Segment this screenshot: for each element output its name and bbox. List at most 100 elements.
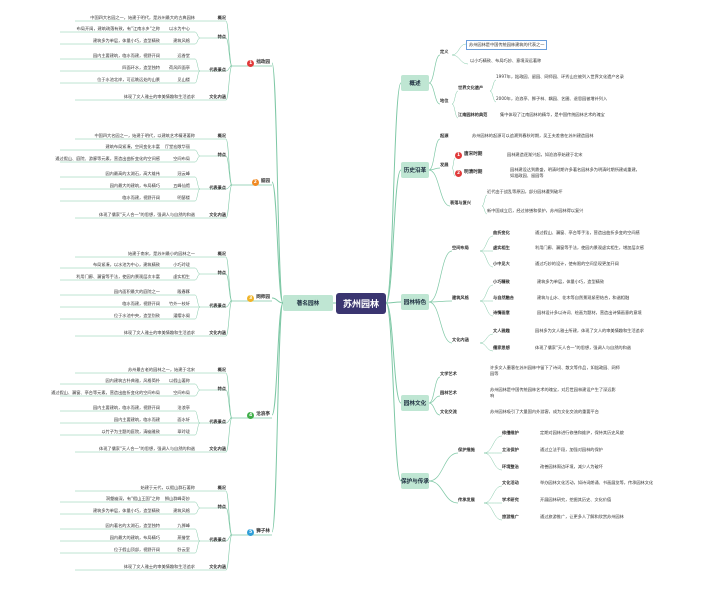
layout-text[interactable]: 通过假山、漏窗、亭台等手法，营造出曲折多变的空间感: [535, 230, 640, 235]
detail-text[interactable]: 临水而建，视野开阔: [122, 301, 160, 306]
detail-text[interactable]: 苏州最古老的园林之一，始建于北宋: [127, 367, 195, 372]
detail-text[interactable]: 园内最大的建筑，布局精巧: [109, 183, 160, 188]
ming-qing-text-2[interactable]: 如拙政园、留园等: [510, 173, 544, 178]
label-origin[interactable]: 起源: [440, 133, 449, 138]
detail-text[interactable]: 体现了文人雅士的审美情趣和生活追求: [123, 94, 195, 99]
detail-name[interactable]: 竹外一枝轩: [169, 301, 190, 306]
detail-text[interactable]: 体现了儒家"天人合一"的思想，强调人与自然的和谐: [99, 446, 195, 451]
branch-features[interactable]: 园林特色: [401, 294, 429, 310]
detail-name[interactable]: 九狮峰: [177, 523, 190, 528]
detail-label[interactable]: 代表景点: [209, 419, 226, 424]
layout-text[interactable]: 通过巧妙的设计，使有限的空间呈现更加开阔: [535, 261, 619, 266]
detail-text[interactable]: 始建于南宋，是苏州最小的园林之一: [127, 251, 195, 256]
detail-text[interactable]: 始建于元代，以假山群石著称: [140, 485, 195, 490]
layout-text[interactable]: 利用门廊、漏窗等手法，使园内景观虚实相生，增加层次感: [535, 245, 644, 250]
branch-history[interactable]: 历史沿革: [401, 162, 429, 178]
label-modern[interactable]: 衰落与复兴: [450, 200, 471, 205]
ming-qing-text-1[interactable]: 园林建设达到鼎盛，明清时期许多著名园林多为明清时期所建或重建，: [510, 167, 640, 172]
detail-name[interactable]: 面水轩: [177, 417, 190, 422]
detail-text[interactable]: 园内建筑古朴典雅，风格简朴: [105, 378, 160, 383]
detail-name[interactable]: 燕誉堂: [177, 535, 190, 540]
literature-text-2[interactable]: 园等: [490, 371, 499, 376]
detail-text[interactable]: 以竹子为主题的庭院，清幽雅致: [101, 429, 160, 434]
label-layout[interactable]: 空间布局: [452, 245, 469, 250]
detail-label[interactable]: 代表景点: [209, 537, 226, 542]
label-jiangnan[interactable]: 江南园林的典范: [458, 112, 488, 117]
culture-meaning-text[interactable]: 园林多为文人雅士所建，体现了文人的审美情趣和生活追求: [535, 328, 644, 333]
detail-text[interactable]: 建筑多为单层，体量小巧，造型精致: [92, 38, 160, 43]
detail-label[interactable]: 概况: [217, 15, 226, 20]
protect-text[interactable]: 定期对园林进行修缮和维护，保持其历史风貌: [540, 430, 624, 435]
detail-text[interactable]: 园内最大的建筑，布局精巧: [109, 535, 160, 540]
exchange-text[interactable]: 苏州园林吸引了大量国内外游客，成为文化交流的重要平台: [490, 409, 599, 414]
protect-item[interactable]: 环境整治: [502, 464, 519, 469]
detail-label[interactable]: 文化内涵: [209, 330, 226, 335]
detail-name[interactable]: 小巧玲珑: [173, 262, 190, 267]
tang-song-text[interactable]: 园林建造逐渐兴起，如沧浪亭始建于北宋: [507, 152, 583, 157]
layout-item[interactable]: 小中见大: [493, 261, 510, 266]
label-status[interactable]: 地位: [440, 98, 449, 103]
protect-item[interactable]: 立法保护: [502, 447, 519, 452]
label-world-heritage[interactable]: 世界文化遗产: [458, 85, 484, 90]
layout-item[interactable]: 曲折变化: [493, 230, 510, 235]
inherit-item[interactable]: 旅游推广: [502, 514, 519, 519]
world-heritage-1[interactable]: 1997年，拙政园、留园、网师园、环秀山庄被列入世界文化遗产名录: [496, 74, 624, 79]
detail-text[interactable]: 中国四大名园之一，始建于明代，以建筑艺术精湛著称: [94, 133, 195, 138]
detail-name[interactable]: 空间布局: [173, 390, 190, 395]
architecture-item[interactable]: 小巧精致: [493, 279, 510, 284]
detail-text[interactable]: 临水而建，视野开阔: [122, 195, 160, 200]
detail-label[interactable]: 文化内涵: [209, 94, 226, 99]
detail-text[interactable]: 通过假山、漏窗、亭台等元素，营造出曲折变化的空间布局: [51, 390, 160, 395]
detail-text[interactable]: 园内主要建筑，临水而建，视野开阔: [92, 405, 160, 410]
protect-item[interactable]: 修缮维护: [502, 430, 519, 435]
detail-name[interactable]: 以水为中心: [169, 26, 190, 31]
detail-text[interactable]: 园内最高的太湖石，高大雄伟: [105, 171, 160, 176]
detail-text[interactable]: 利用门廊、漏窗等手法，使园内景观层次丰富: [76, 274, 160, 279]
detail-text[interactable]: 建筑布局紧凑，空间变化丰富: [105, 144, 160, 149]
label-protect[interactable]: 保护措施: [458, 447, 475, 452]
label-develop[interactable]: 发展: [440, 162, 449, 167]
architecture-text[interactable]: 建筑多为单层，体量小巧，造型精致: [537, 279, 605, 284]
culture-item[interactable]: 文化交流: [440, 409, 457, 414]
detail-text[interactable]: 园内面积最大的庭院之一: [113, 289, 160, 294]
label-culture-meaning[interactable]: 文化内涵: [452, 337, 469, 342]
center-node[interactable]: 苏州园林: [336, 293, 386, 314]
detail-name[interactable]: 濯缨水阁: [173, 313, 190, 318]
detail-label[interactable]: 代表景点: [209, 185, 226, 190]
architecture-item[interactable]: 诗情画意: [493, 310, 510, 315]
detail-label[interactable]: 代表景点: [209, 303, 226, 308]
modern-1[interactable]: 近代由于战乱等原因，部分园林遭到破坏: [487, 189, 563, 194]
detail-name[interactable]: 狮山群峰奇妙: [164, 496, 190, 501]
definition-text[interactable]: 以小巧精致、布局巧妙、意境深远著称: [470, 58, 542, 63]
culture-meaning-item[interactable]: 文人雅趣: [493, 328, 510, 333]
detail-name[interactable]: 卧云室: [177, 547, 190, 552]
detail-label[interactable]: 概况: [217, 485, 226, 490]
culture-meaning-text[interactable]: 体现了儒家"天人合一"的思想，强调人与自然的和谐: [535, 345, 631, 350]
detail-text[interactable]: 建筑多为单层，体量小巧，造型精致: [92, 508, 160, 513]
definition-highlight[interactable]: 苏州园林是中国传统园林建筑的代表之一: [466, 40, 548, 50]
detail-text[interactable]: 位于水池中央，造型别致: [113, 313, 160, 318]
detail-name[interactable]: 明瑟楼: [177, 195, 190, 200]
culture-item[interactable]: 文学艺术: [440, 371, 457, 376]
detail-name[interactable]: 建筑风格: [173, 508, 190, 513]
label-inherit[interactable]: 传承发展: [458, 497, 475, 502]
detail-name[interactable]: 以假山著称: [169, 378, 190, 383]
detail-text[interactable]: 布局紧凑，以水池为中心，建筑精致: [92, 262, 160, 267]
protect-text[interactable]: 通过立法手段，加强对园林的保护: [540, 447, 603, 452]
detail-text[interactable]: 园内主要建筑，临水而建，视野开阔: [92, 53, 160, 58]
detail-name[interactable]: 厅堂宏敞华丽: [164, 144, 190, 149]
architecture-text[interactable]: 园林设计多以诗词、绘画为题材，营造出诗情画意的意境: [537, 310, 642, 315]
detail-text[interactable]: 体现了文人雅士的审美情趣和生活追求: [123, 564, 195, 569]
detail-name[interactable]: 虚实相生: [173, 274, 190, 279]
inherit-text[interactable]: 开展园林研究，挖掘其历史、文化价值: [540, 497, 612, 502]
inherit-item[interactable]: 文化活动: [502, 480, 519, 485]
detail-label[interactable]: 特点: [217, 34, 226, 39]
detail-label[interactable]: 概况: [217, 133, 226, 138]
inherit-text[interactable]: 通过旅游推广，让更多人了解和欣赏苏州园林: [540, 514, 624, 519]
detail-label[interactable]: 特点: [217, 386, 226, 391]
